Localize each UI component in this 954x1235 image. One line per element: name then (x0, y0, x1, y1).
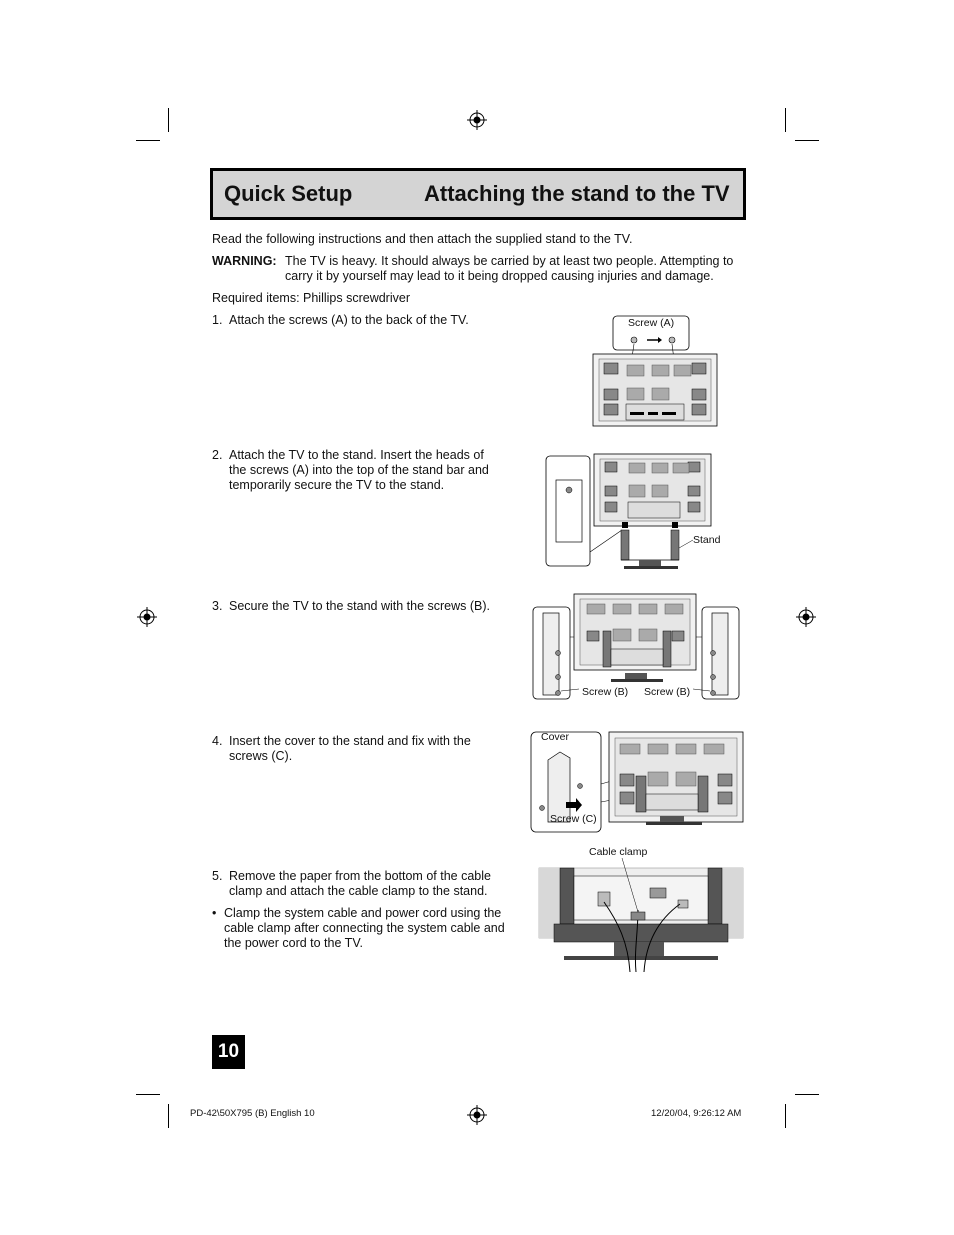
crop-mark (795, 140, 819, 141)
warning-label: WARNING: (212, 254, 277, 268)
tv-stand-attach-illustration (545, 453, 712, 569)
step-text: temporarily secure the TV to the stand. (229, 478, 445, 492)
step-text: Secure the TV to the stand with the scre… (229, 599, 490, 613)
intro-text: Read the following instructions and then… (212, 232, 633, 246)
label-stand: Stand (693, 534, 721, 546)
crop-mark (168, 108, 169, 132)
tv-stand-screws-b-illustration (532, 593, 740, 700)
footer-file-info: PD-42\50X795 (B) English 10 (190, 1108, 315, 1119)
step-text: screws (C). (229, 749, 293, 763)
crop-mark (136, 1094, 160, 1095)
step-number: 5. (212, 869, 223, 883)
step-text: Insert the cover to the stand and fix wi… (229, 734, 471, 748)
bullet-text: cable clamp after connecting the system … (224, 921, 505, 935)
bullet-text: Clamp the system cable and power cord us… (224, 906, 502, 920)
registration-mark-icon (796, 607, 816, 627)
step-number: 4. (212, 734, 223, 748)
label-screw-b-right: Screw (B) (644, 686, 691, 698)
crop-mark (795, 1094, 819, 1095)
step-number: 2. (212, 448, 223, 462)
step-text: clamp and attach the cable clamp to the … (229, 884, 488, 898)
step-text: Attach the TV to the stand. Insert the h… (229, 448, 484, 462)
label-cable-clamp: Cable clamp (589, 846, 648, 858)
step-number: 1. (212, 313, 223, 327)
registration-mark-icon (137, 607, 157, 627)
section-header: Quick Setup Attaching the stand to the T… (210, 168, 746, 220)
stand-cover-illustration (530, 731, 744, 833)
label-screw-a: Screw (A) (628, 317, 675, 329)
crop-mark (168, 1104, 169, 1128)
registration-mark-icon (467, 110, 487, 130)
bullet-mark: • (212, 906, 217, 920)
label-cover: Cover (541, 731, 570, 743)
cable-clamp-illustration (538, 857, 744, 973)
footer-timestamp: 12/20/04, 9:26:12 AM (651, 1108, 742, 1119)
bullet-text: the power cord to the TV. (224, 936, 363, 950)
step-text: the screws (A) into the top of the stand… (229, 463, 489, 477)
warning-line: The TV is heavy. It should always be car… (285, 254, 734, 268)
step-number: 3. (212, 599, 223, 613)
tv-back-screws-illustration (592, 315, 718, 427)
required-items: Required items: Phillips screwdriver (212, 291, 410, 305)
page-title: Attaching the stand to the TV (424, 181, 730, 206)
crop-mark (136, 140, 160, 141)
warning-line: carry it by yourself may lead to it bein… (285, 269, 714, 283)
label-screw-b-left: Screw (B) (582, 686, 629, 698)
section-title: Quick Setup (224, 181, 353, 206)
registration-mark-icon (467, 1105, 487, 1125)
step-text: Remove the paper from the bottom of the … (229, 869, 491, 883)
step-text: Attach the screws (A) to the back of the… (229, 313, 469, 327)
crop-mark (785, 108, 786, 132)
label-screw-c: Screw (C) (550, 813, 597, 825)
page-number: 10 (212, 1035, 245, 1069)
crop-mark (785, 1104, 786, 1128)
